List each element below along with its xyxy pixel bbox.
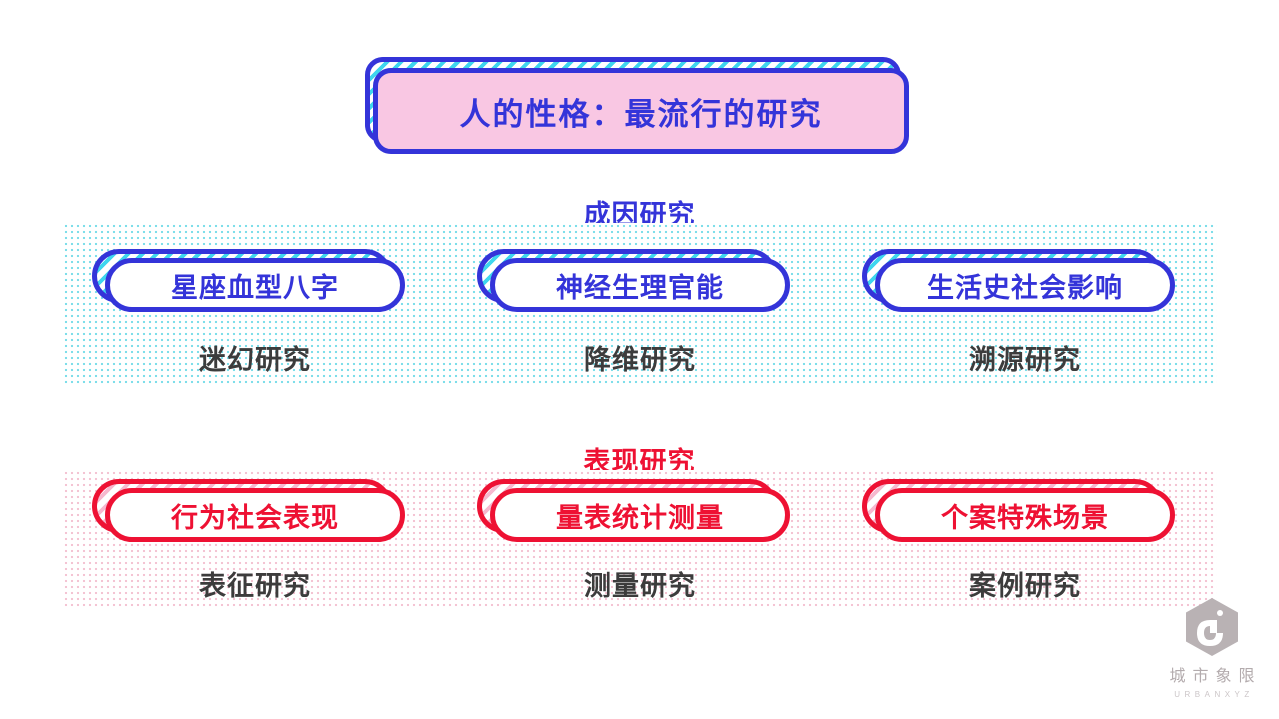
pill-label: 行为社会表现 [105, 488, 405, 542]
item-caption: 测量研究 [584, 571, 696, 601]
urbanxyz-hexagon-logo [1186, 598, 1238, 656]
item-caption: 溯源研究 [969, 345, 1081, 375]
watermark: 城市象限 URBANXYZ [1153, 598, 1271, 699]
pill-life-history: 生活史社会影响 [862, 249, 1175, 312]
pill-label: 量表统计测量 [490, 488, 790, 542]
section-cause-row: 星座血型八字 迷幻研究 神经生理官能 降维研究 生活史社会影响 溯源研究 [63, 223, 1217, 377]
cause-item-2: 神经生理官能 降维研究 [477, 249, 790, 377]
section-cause-band: 星座血型八字 迷幻研究 神经生理官能 降维研究 生活史社会影响 溯源研究 [63, 223, 1217, 385]
page-title: 人的性格：最流行的研究 [373, 68, 909, 154]
item-caption: 降维研究 [584, 345, 696, 375]
watermark-subtitle: URBANXYZ [1174, 690, 1254, 699]
pill-label: 生活史社会影响 [875, 258, 1175, 312]
pill-scale-measurement: 量表统计测量 [477, 479, 790, 542]
section-expression-band: 行为社会表现 表征研究 量表统计测量 测量研究 个案特殊场景 案例研究 [63, 470, 1217, 607]
pill-neurophysiology: 神经生理官能 [477, 249, 790, 312]
item-caption: 迷幻研究 [199, 345, 311, 375]
title-banner: 人的性格：最流行的研究 [365, 57, 910, 154]
watermark-name: 城市象限 [1169, 668, 1262, 685]
pill-label: 星座血型八字 [105, 258, 405, 312]
expression-item-1: 行为社会表现 表征研究 [92, 479, 405, 603]
section-expression-row: 行为社会表现 表征研究 量表统计测量 测量研究 个案特殊场景 案例研究 [63, 470, 1217, 603]
item-caption: 表征研究 [199, 571, 311, 601]
pill-case-scenario: 个案特殊场景 [862, 479, 1175, 542]
expression-item-3: 个案特殊场景 案例研究 [862, 479, 1175, 603]
pill-social-behavior: 行为社会表现 [92, 479, 405, 542]
cause-item-3: 生活史社会影响 溯源研究 [862, 249, 1175, 377]
pill-label: 神经生理官能 [490, 258, 790, 312]
expression-item-2: 量表统计测量 测量研究 [477, 479, 790, 603]
pill-astrology: 星座血型八字 [92, 249, 405, 312]
item-caption: 案例研究 [969, 571, 1081, 601]
pill-label: 个案特殊场景 [875, 488, 1175, 542]
cause-item-1: 星座血型八字 迷幻研究 [92, 249, 405, 377]
